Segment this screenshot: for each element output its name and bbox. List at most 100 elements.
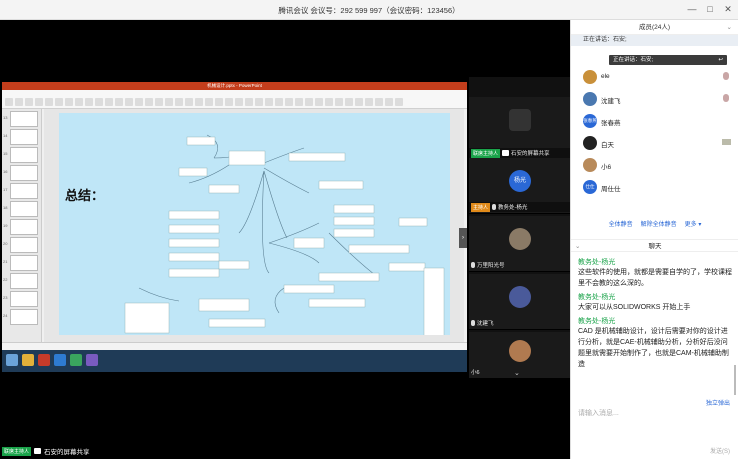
powerpoint-icon[interactable]: [38, 354, 50, 366]
avatar: 张春燕: [583, 114, 597, 128]
ppt-title-bar: 机械设计.pptx - PowerPoint: [2, 82, 467, 90]
mute-all-button[interactable]: 全体静音: [608, 222, 633, 228]
unmute-all-button[interactable]: 解除全体静音: [640, 222, 677, 228]
member-item[interactable]: ele: [571, 66, 738, 88]
slide-number: 15: [3, 151, 8, 156]
avatar: [583, 70, 597, 84]
mic-muted-icon: [723, 94, 729, 102]
windows-taskbar: [2, 350, 467, 372]
ppt-ribbon: [2, 90, 467, 109]
slide-thumb[interactable]: [10, 165, 38, 181]
tile-label: 小6: [471, 370, 480, 376]
message-sender: 教务处-杨光: [578, 294, 616, 301]
tile-label: 教务处-杨光: [498, 205, 528, 211]
slide-canvas: 总结：: [44, 109, 464, 342]
slide-number: 16: [3, 169, 8, 174]
slide-thumb[interactable]: [10, 219, 38, 235]
chevron-down-icon[interactable]: ⌄: [514, 370, 520, 377]
slide-number: 17: [3, 187, 8, 192]
send-button[interactable]: 发送(S): [710, 449, 730, 455]
video-tiles: 联席主持人 石安的屏幕共享 杨光 主持人 教务处-杨光 万里阳光号: [469, 77, 571, 379]
tile-label: 石安的屏幕共享: [511, 151, 550, 157]
slide-number: 24: [3, 313, 8, 318]
slide-number: 20: [3, 241, 8, 246]
message-sender: 教务处-杨光: [578, 259, 616, 266]
title-bar: 腾讯会议 会议号：292 599 997（会议密码：123456） — □ ✕: [0, 0, 738, 20]
member-item[interactable]: 仕仕 周仕仕: [571, 176, 738, 198]
video-tile[interactable]: 万里阳光号: [469, 216, 570, 272]
message-sender: 教务处-杨光: [578, 318, 616, 325]
tile-label: 万里阳光号: [477, 263, 505, 269]
slide-thumb[interactable]: [10, 309, 38, 325]
members-header[interactable]: 成员(24人) ⌄: [571, 20, 738, 35]
member-name: 小6: [601, 164, 612, 171]
browser-icon[interactable]: [54, 354, 66, 366]
member-name: 白天: [601, 142, 614, 149]
member-item[interactable]: 白天: [571, 132, 738, 154]
slide-thumb[interactable]: [10, 255, 38, 271]
participant-avatar: [509, 228, 531, 250]
mic-icon: [492, 204, 497, 210]
slide-thumb[interactable]: [10, 237, 38, 253]
mic-icon: [471, 262, 475, 268]
folder-icon[interactable]: [22, 354, 34, 366]
slide-thumb[interactable]: [10, 273, 38, 289]
mic-muted-icon: [723, 72, 729, 80]
slide-number: 23: [3, 295, 8, 300]
slide-thumb[interactable]: [10, 111, 38, 127]
slide-thumb[interactable]: [10, 291, 38, 307]
member-item[interactable]: 小6: [571, 154, 738, 176]
ppt-status-bar: [2, 342, 467, 350]
camera-icon: [722, 139, 731, 145]
member-name: 周仕仕: [601, 186, 621, 193]
screen-share-icon: [502, 150, 510, 156]
speaking-indicator: 正在讲话：石安;: [571, 35, 738, 46]
member-list: ele 沈建飞 张春燕 张春燕 白天 小6 仕仕: [571, 66, 738, 198]
start-icon[interactable]: [6, 354, 18, 366]
cohost-badge: 联席主持人: [2, 446, 32, 456]
chat-scrollbar[interactable]: [734, 365, 736, 395]
slide-thumb[interactable]: [10, 147, 38, 163]
chevron-down-icon[interactable]: ⌄: [726, 24, 732, 31]
chat-input[interactable]: 请输入消息...: [578, 410, 619, 417]
tile-label: 沈建飞: [477, 321, 494, 327]
meeting-app-icon[interactable]: [70, 354, 82, 366]
host-badge: 主持人: [471, 202, 491, 212]
participant-avatar: [509, 109, 531, 131]
chat-header[interactable]: ⌄ 聊天: [571, 239, 738, 252]
speaking-tooltip: 正在讲话：石安; ↩: [609, 55, 727, 65]
slide-thumb[interactable]: [10, 201, 38, 217]
chat-messages: 教务处-杨光 这些软件的使用，就都是需要自学的了，学校课程里不会教的这么深的。 …: [578, 254, 734, 400]
chat-title: 聊天: [648, 243, 662, 250]
message-text: 大家可以从SOLIDWORKS 开始上手: [578, 304, 691, 311]
slide-thumb[interactable]: [10, 183, 38, 199]
participant-avatar: [509, 286, 531, 308]
collapse-tiles-handle[interactable]: ›: [459, 228, 467, 248]
cohost-badge: 联席主持人: [471, 148, 501, 158]
member-name: 沈建飞: [601, 98, 621, 105]
video-tile[interactable]: 联席主持人 石安的屏幕共享: [469, 97, 570, 158]
chevron-down-icon[interactable]: ⌄: [575, 243, 581, 250]
slide-thumb[interactable]: [10, 129, 38, 145]
message-text: CAD 是机械辅助设计，设计后需要对你的设计进行分析，就是CAE-机械辅助分析，…: [578, 328, 729, 368]
popout-chat-button[interactable]: 独立弹出: [705, 401, 730, 407]
avatar: [583, 92, 597, 106]
minimize-icon[interactable]: —: [687, 4, 697, 14]
video-tile[interactable]: 小6 ⌄: [469, 332, 570, 379]
maximize-icon[interactable]: □: [707, 4, 713, 14]
tooltip-text: 正在讲话：石安;: [613, 57, 654, 63]
close-icon[interactable]: ✕: [724, 4, 732, 14]
video-tile[interactable]: 沈建飞: [469, 274, 570, 330]
more-button[interactable]: 更多 ▾: [684, 222, 702, 228]
app-icon[interactable]: [86, 354, 98, 366]
member-item[interactable]: 张春燕 张春燕: [571, 110, 738, 132]
participant-avatar: [509, 340, 531, 362]
slide-number: 19: [3, 223, 8, 228]
side-panel: 成员(24人) ⌄ 正在讲话：石安; 正在讲话：石安; ↩ ele 沈建飞 张春…: [570, 20, 738, 459]
member-item[interactable]: 沈建飞: [571, 88, 738, 110]
avatar: 仕仕: [583, 180, 597, 194]
window-title: 腾讯会议 会议号：292 599 997（会议密码：123456）: [278, 6, 460, 15]
video-tile[interactable]: 杨光 主持人 教务处-杨光: [469, 158, 570, 214]
slide-heading: 总结：: [65, 189, 105, 204]
